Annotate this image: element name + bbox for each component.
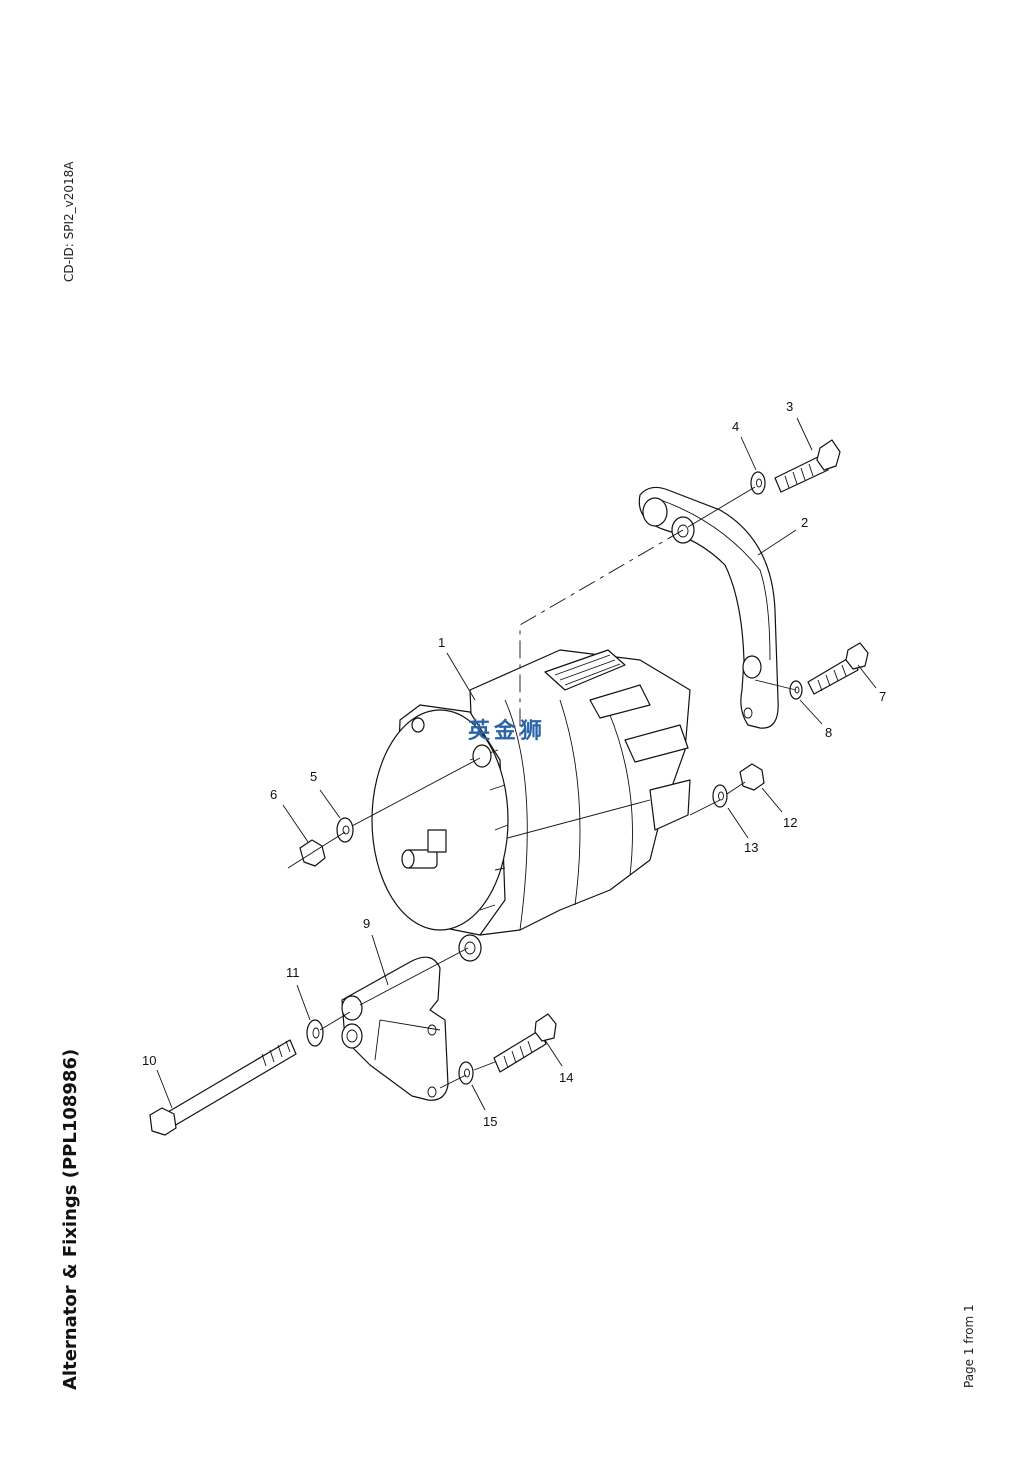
part-10-long-bolt (149, 1039, 297, 1136)
callout-11: 11 (286, 965, 300, 980)
part-13-washer (712, 784, 728, 808)
callout-4: 4 (732, 419, 739, 434)
callout-12: 12 (783, 815, 797, 830)
callout-14: 14 (559, 1070, 573, 1085)
part-1-alternator (371, 649, 691, 962)
callout-10: 10 (142, 1053, 156, 1068)
part-7-bolt (807, 642, 869, 695)
callout-2: 2 (801, 515, 808, 530)
callout-6: 6 (270, 787, 277, 802)
callout-3: 3 (786, 399, 793, 414)
leader-lines (156, 417, 877, 1111)
part-15-washer (458, 1061, 474, 1085)
callout-13: 13 (744, 840, 758, 855)
callout-5: 5 (310, 769, 317, 784)
watermark-text: 英金狮 (468, 718, 546, 744)
callout-7: 7 (879, 689, 886, 704)
callout-8: 8 (825, 725, 832, 740)
part-9-mounting-bracket (341, 956, 449, 1101)
callout-9: 9 (363, 916, 370, 931)
part-12-nut (739, 763, 765, 791)
part-5-washer (336, 817, 354, 843)
part-11-washer (306, 1019, 324, 1047)
part-14-bolt (493, 1013, 557, 1073)
callout-15: 15 (483, 1114, 497, 1129)
callout-1: 1 (438, 635, 445, 650)
part-3-bolt (774, 439, 841, 493)
part-4-washer (750, 471, 766, 495)
